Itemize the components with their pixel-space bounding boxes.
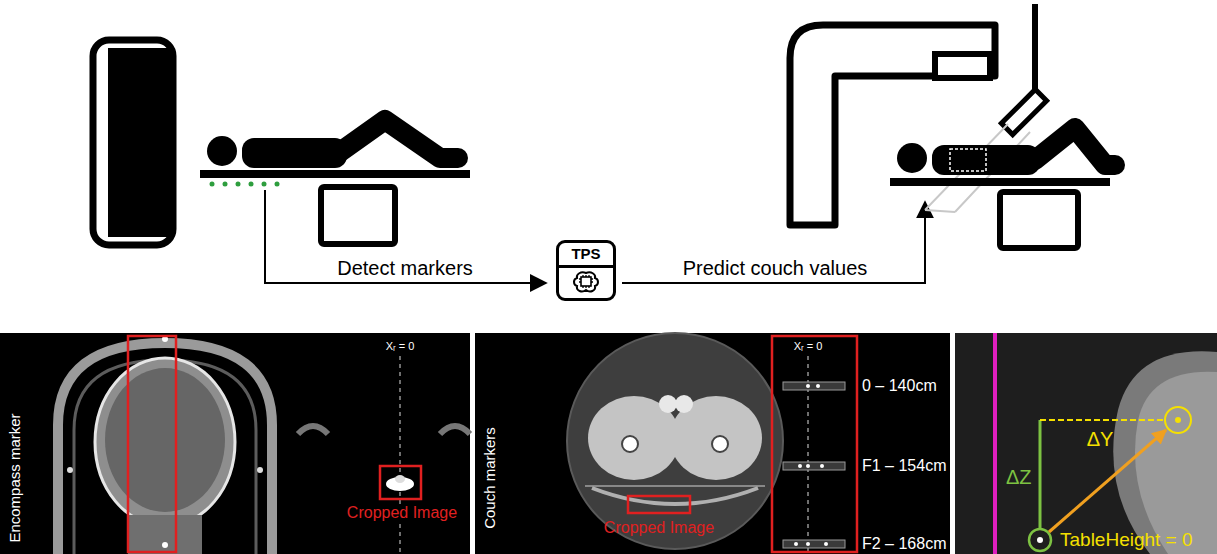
axis-label: Xᵣ = 0 (794, 340, 823, 352)
patient-legs (1035, 128, 1115, 165)
crop-frame (380, 466, 421, 499)
crop-label: Cropped Image (344, 504, 460, 522)
linac-icon (790, 4, 1115, 248)
crop-label: Cropped Image (604, 519, 714, 537)
delta-y-line (1040, 419, 1164, 421)
dimension-label: ΔZ (1006, 466, 1032, 488)
ct-scanner-icon (93, 40, 470, 245)
couch-marker-dots (210, 182, 280, 187)
ct-panel-geometry (955, 333, 1217, 554)
isocenter-mark (1165, 407, 1191, 433)
treatment-region (950, 149, 986, 171)
patient-torso (932, 145, 1040, 175)
imager-arm (1032, 4, 1038, 96)
ct-panel-encompass (0, 333, 470, 554)
gantry-outline (93, 40, 173, 245)
crop-frame (772, 336, 857, 552)
patient-head (897, 143, 927, 173)
couch-top (890, 178, 1110, 186)
linac-gantry (790, 25, 995, 225)
flow-arrow (622, 202, 925, 283)
linac-head (935, 54, 990, 78)
couch-position: F2 – 168cm (862, 535, 946, 553)
delta-z-line (1039, 420, 1042, 529)
couch-edge-line (993, 333, 997, 554)
arrow-label: Detect markers (337, 257, 473, 279)
gantry-bore (108, 48, 170, 237)
flow-arrow (265, 190, 546, 283)
imager-panel (1001, 89, 1046, 134)
crop-frame (128, 336, 176, 552)
couch-base (1000, 192, 1078, 248)
couch-base (321, 187, 395, 244)
ai-brain-icon (569, 268, 603, 298)
couch-top (200, 170, 470, 178)
couch-position: F1 – 154cm (862, 457, 946, 475)
panel-title: Encompass marker (7, 413, 24, 542)
tps-box: TPS (556, 240, 616, 301)
panel-title: Couch markers (482, 427, 499, 529)
axis-label: Xᵣ = 0 (386, 340, 415, 352)
patient-head (207, 136, 237, 166)
table-height-label: TableHeight = 0 (1060, 530, 1193, 551)
ct-panel-couch (475, 333, 950, 554)
box-title: TPS (559, 243, 613, 268)
table-origin-mark (1029, 529, 1051, 551)
couch-position: 0 – 140cm (862, 377, 937, 395)
dimension-label: ΔY (1087, 428, 1114, 450)
patient-legs (340, 120, 458, 158)
crop-frame (628, 496, 690, 513)
arrow-label: Predict couch values (683, 257, 868, 279)
